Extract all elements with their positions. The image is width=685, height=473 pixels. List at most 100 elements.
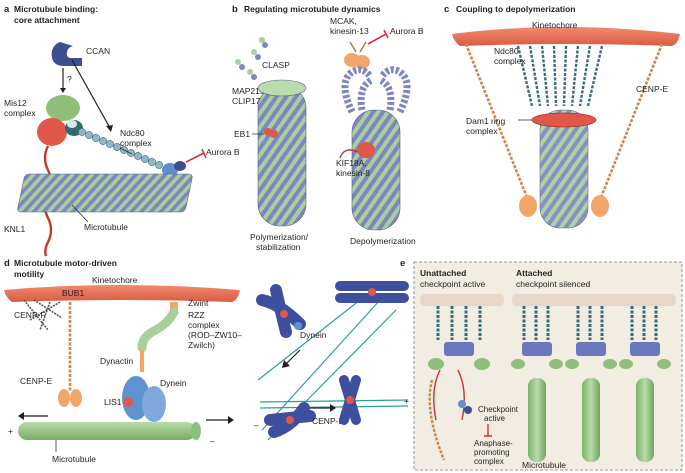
mcak-stalk [349,41,367,53]
mis12-label-line1: Mis12 [4,98,27,108]
microtubule-c [539,109,589,229]
panel-b-letter: b [232,4,238,15]
microtubule-d [18,422,196,440]
unattached-subtitle: checkpoint active [420,279,485,289]
panel-a-letter: a [4,4,10,15]
knl1-label: KNL1 [4,224,26,234]
mcak-head-2 [354,55,370,69]
attached-title: Attached [516,268,552,278]
rzz-label-line4: Zwilch) [188,340,215,350]
dynein-motion-arrow [285,349,301,365]
map215-label-line1: MAP215, [232,86,267,96]
mcak-label-line1: MCAK, [330,16,357,26]
attached-unit-1 [511,306,563,462]
panel-a: a Microtubule binding: core attachment C… [4,4,240,257]
ndc80-label-line2: complex [120,138,152,148]
bub1-label: BUB1 [62,288,84,298]
cenp-f-filaments [23,299,63,331]
cenp-e-motor-d-2 [70,389,82,407]
panel-d-letter: d [4,258,10,269]
unattached-green-1 [428,358,444,370]
kif18a-label-line2: kinesin-8 [336,168,370,178]
cenp-e-direction-arrowhead [18,412,24,420]
depolymerization-label: Depolymerization [350,236,416,246]
apc-label-line2: promoting [474,448,510,457]
free-tubulin [235,37,268,80]
microtubule-depolymerizing [351,109,401,231]
panel-d-title-line2: motility [14,269,44,279]
cenp-e-label-d-right: CENP-E [312,416,344,426]
panel-a-title-line1: Microtubule binding: [14,4,98,14]
unattached-green-2 [474,358,490,370]
microtubule-label-d: Microtubule [52,454,96,464]
panel-a-title-line2: core attachment [14,15,80,25]
cenp-e-motor-d-1 [58,389,70,407]
rzz-label-line1: RZZ [188,310,205,320]
ccan-arrowhead-ndc80 [106,125,113,132]
cenp-e-label-c: CENP-E [636,84,668,94]
polymerization-label-line1: Polymerization/ [250,232,309,242]
minus-label-d-right: – [254,420,259,430]
minus-end-label-d: – [210,436,215,446]
panel-b-title: Regulating microtubule dynamics [244,4,381,14]
panel-e: e Unattached checkpoint active Attached … [400,258,683,471]
panel-c-title: Coupling to depolymerization [456,4,575,14]
kinetochore-e-unattached [420,294,504,306]
chromosome-top-right [335,281,409,303]
checkpoint-protein-1 [458,400,466,408]
ccan-arrowhead-down [60,88,66,93]
plus-label-d-right: + [404,396,409,406]
spindle-line-4 [261,299,381,431]
unattached-cenp-e [428,379,446,461]
panel-d-title-line1: Microtubule motor-driven [14,258,117,268]
map215-label-line2: CLIP170 [232,96,265,106]
checkpoint-active-line1: Checkpoint [478,405,519,414]
dam1-label-line1: Dam1 ring [466,116,505,126]
mis12-complex [46,95,80,121]
attached-subtitle: checkpoint silenced [516,279,590,289]
kinetochore-d [4,285,240,302]
attached-unit-2 [565,306,617,462]
ccan-shape [51,42,82,66]
zwint-label: Zwint [188,298,209,308]
plus-end-label-d: + [8,426,13,436]
microtubule-polymerizing-tip [257,79,307,97]
lis1-label: LIS1 [104,397,122,407]
kif18a-head [357,142,375,158]
checkpoint-protein-2 [464,406,472,414]
spindle-line-1 [257,299,361,381]
ndc80-label-line1: Ndc80 [120,128,145,138]
dynein-motion-arrowhead [282,360,290,368]
rzz-label-line2: complex [188,320,220,330]
kinetochore-e-attached [512,294,676,306]
dynactin-label: Dynactin [100,356,133,366]
dynein-direction-arrowhead [228,416,234,424]
polymerization-label-line2: stabilization [256,242,301,252]
aurora-b-inhibit-bar [201,148,207,159]
cenp-e-motor-left [519,195,537,217]
aurora-b-inhibit-line-b [367,33,387,45]
knl1-head [37,118,67,146]
attached-unit-3 [619,306,671,462]
aurora-b-label-b: Aurora B [390,26,424,36]
rzz-complex [137,307,179,353]
spindle-line-2 [259,399,409,403]
apc-label-line3: complex [474,457,504,466]
chromosome-upper [256,284,306,338]
ndc80-leader [119,147,133,155]
clasp-label: CLASP [262,60,290,70]
chromosome-lower [264,402,316,438]
ndc80-globular-head-2 [174,161,186,171]
unattached-title: Unattached [420,268,466,278]
ndc80-globular-head [162,163,178,177]
dynein-motor-2 [142,386,166,422]
ram-horn-protofilaments [341,66,411,114]
dam1-label-line2: complex [466,126,498,136]
chromosome-right [339,375,361,425]
kinetochore-label-d: Kinetochore [92,275,138,285]
cenp-e-label-d: CENP-E [20,376,52,386]
cenp-e-motion-arrowhead [330,404,336,412]
panel-c: c Coupling to depolymerization Kinetocho… [444,4,680,229]
